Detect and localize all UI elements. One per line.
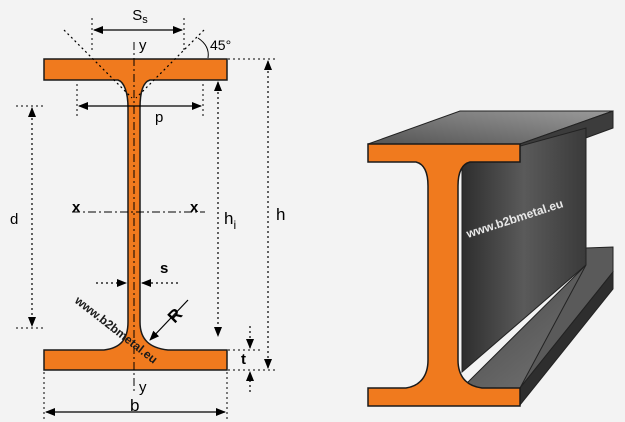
i-beam-profile [43,58,228,371]
h-label: h [276,205,285,224]
d-label: d [10,211,18,228]
t-label: t [241,351,246,368]
slope-spacing-label: Ss [132,7,148,26]
radius-arrow [149,299,189,341]
b-label: b [130,396,139,415]
i-beam-front-face [367,143,521,407]
angle-label: 45° [210,37,231,53]
x-axis-label-left: x [72,199,81,216]
r-label: R [164,305,186,327]
hi-label: hi [224,209,236,232]
p-label: p [155,109,163,126]
y-axis-label-bottom: y [139,379,147,396]
s-label: s [160,260,168,277]
x-axis-label-right: x [190,199,199,216]
y-axis-label-top: y [139,37,147,54]
beam-3d-illustration: www.b2bmetal.eu [367,110,614,407]
cross-section-drawing: Ss 45° y p d x x hi h s R t y b www.b2bm… [10,7,285,420]
slope-line-right [135,29,205,99]
angle-arc [197,37,209,59]
slope-line-left [63,29,133,99]
